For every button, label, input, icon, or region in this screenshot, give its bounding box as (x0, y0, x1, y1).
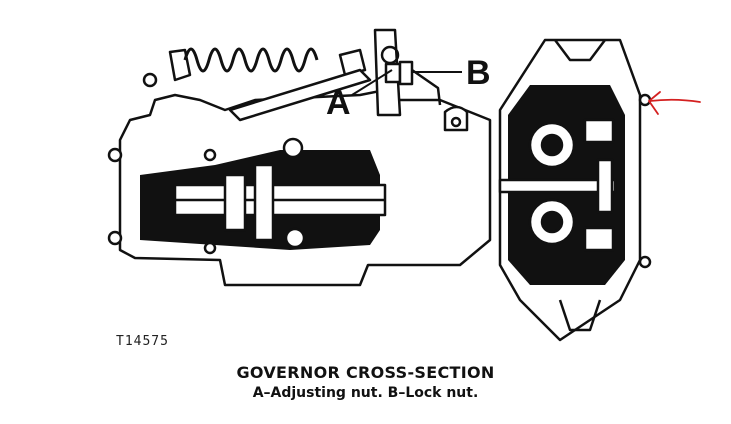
bolt-left-top (107, 147, 123, 163)
spring-anchor (338, 48, 367, 77)
spring-bracket (168, 48, 192, 82)
shaft-collar (223, 173, 247, 232)
upper-bearing-ball (282, 137, 304, 159)
upper-cam-hole (540, 133, 564, 157)
bolt-mid-top (203, 148, 217, 162)
lock-nut (398, 60, 414, 86)
housing-outline (118, 88, 492, 287)
lower-cam-hole (540, 210, 564, 234)
bolt-right-top (638, 93, 652, 107)
adjusting-screw (411, 68, 442, 106)
label-b: B (466, 54, 491, 92)
bolt-top-left (142, 72, 158, 88)
shackle-pin (450, 116, 462, 128)
lower-bracket (583, 226, 615, 252)
upper-bracket (583, 118, 615, 144)
red-annotation-arrow (647, 91, 701, 115)
governor-lever (228, 68, 372, 122)
leader-a (351, 69, 393, 96)
pump-bottom-lug (558, 299, 602, 332)
figure-id: T14575 (116, 334, 169, 349)
pump-top-lug (554, 39, 606, 62)
bolt-mid-bottom (203, 241, 217, 255)
caption-subtitle: A–Adjusting nut. B–Lock nut. (252, 385, 479, 401)
governor-spring (183, 47, 319, 73)
pump-shaft (498, 178, 617, 194)
bolt-left-bottom (107, 230, 123, 246)
lower-bearing-ball (284, 227, 306, 249)
bolt-right-bottom (638, 255, 652, 269)
caption-title: GOVERNOR CROSS-SECTION (236, 363, 495, 382)
label-a: A (326, 84, 351, 122)
flyweight-sleeve (253, 163, 275, 242)
pump-gear (596, 158, 614, 214)
